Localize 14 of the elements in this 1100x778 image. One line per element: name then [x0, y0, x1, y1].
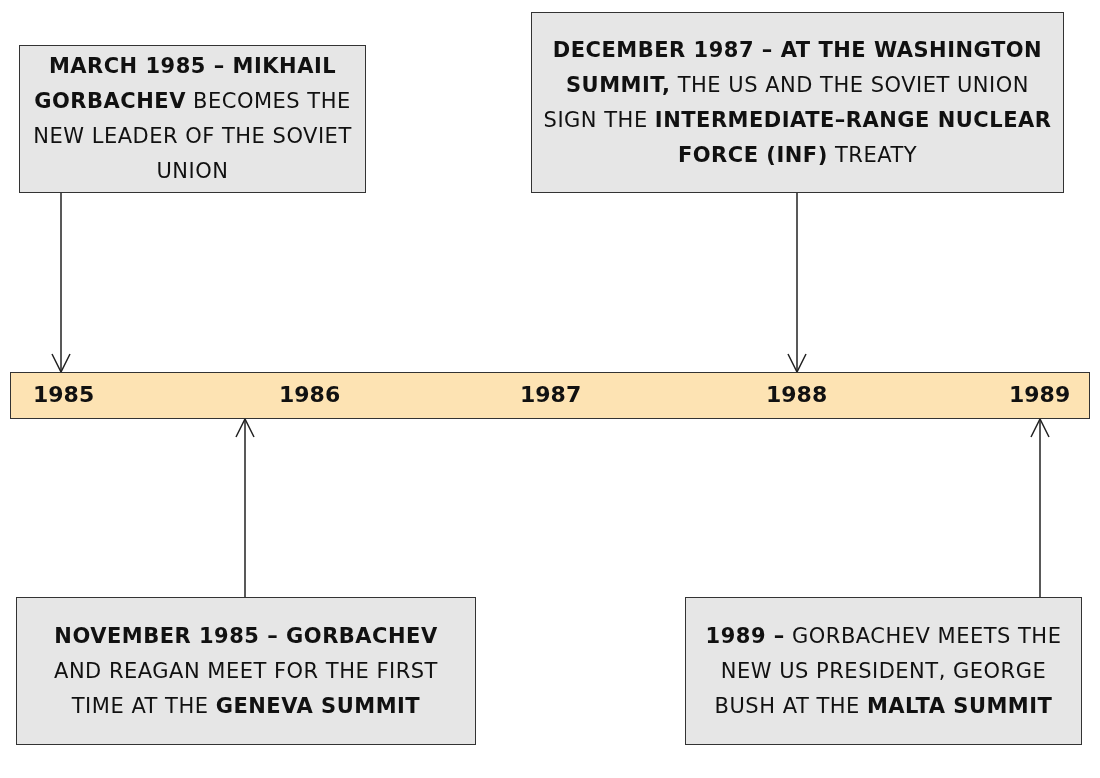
event-box: MARCH 1985 – MIKHAIL GORBACHEV BECOMES THE NEW LEADER OF THE SOVIET UNION [19, 45, 366, 193]
arrow [787, 192, 807, 373]
arrow [235, 418, 255, 598]
event-box: 1989 – GORBACHEV MEETS THE NEW US PRESIDENT, GEORGE BUSH AT THE MALTA SUMMIT [685, 597, 1082, 745]
arrow [51, 192, 71, 373]
arrow [1030, 418, 1050, 598]
year-label: 1987 [520, 382, 582, 407]
event-box: NOVEMBER 1985 – GORBACHEV AND REAGAN MEET FOR THE FIRST TIME AT THE GENEVA SUMMIT [16, 597, 476, 745]
year-label: 1989 [1009, 382, 1071, 407]
year-label: 1986 [279, 382, 341, 407]
year-label: 1988 [766, 382, 828, 407]
year-label: 1985 [33, 382, 95, 407]
timeline-bar [10, 372, 1090, 419]
event-box: DECEMBER 1987 – AT THE WASHINGTON SUMMIT, THE US AND THE SOVIET UNION SIGN THE INTERMEDIATE–RANGE NUCLEAR FORCE (INF) TREATY [531, 12, 1064, 193]
